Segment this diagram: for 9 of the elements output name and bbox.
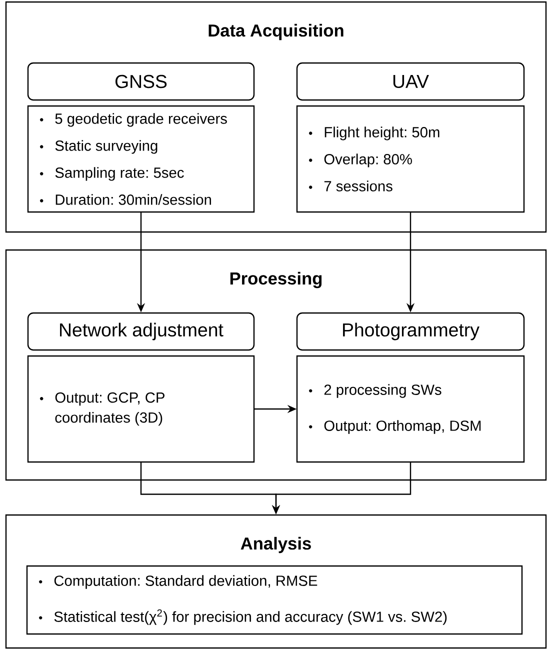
bullet-list-box: Flight height: 50m Overlap: 80% 7 sessions xyxy=(296,105,525,213)
header-box: UAV xyxy=(296,62,525,101)
bullet-list-box: 2 processing SWs Output: Orthomap, DSM xyxy=(296,355,525,463)
bullet-list-box: Computation: Standard deviation, RMSE Statistical test(χ$^{2}$) for precision and accuracy (SW1 vs. SW2) xyxy=(26,565,523,635)
bullet-list-box: 5 geodetic grade receivers Static surveying Sampling rate: 5sec Duration: 30min/session xyxy=(27,105,255,213)
header-box: Network adjustment xyxy=(27,312,255,351)
header-box: Photogrammetry xyxy=(296,312,525,351)
bullet-list-box: Output: GCP, CP coordinates (3D) xyxy=(27,355,255,463)
header-box: GNSS xyxy=(27,62,255,101)
